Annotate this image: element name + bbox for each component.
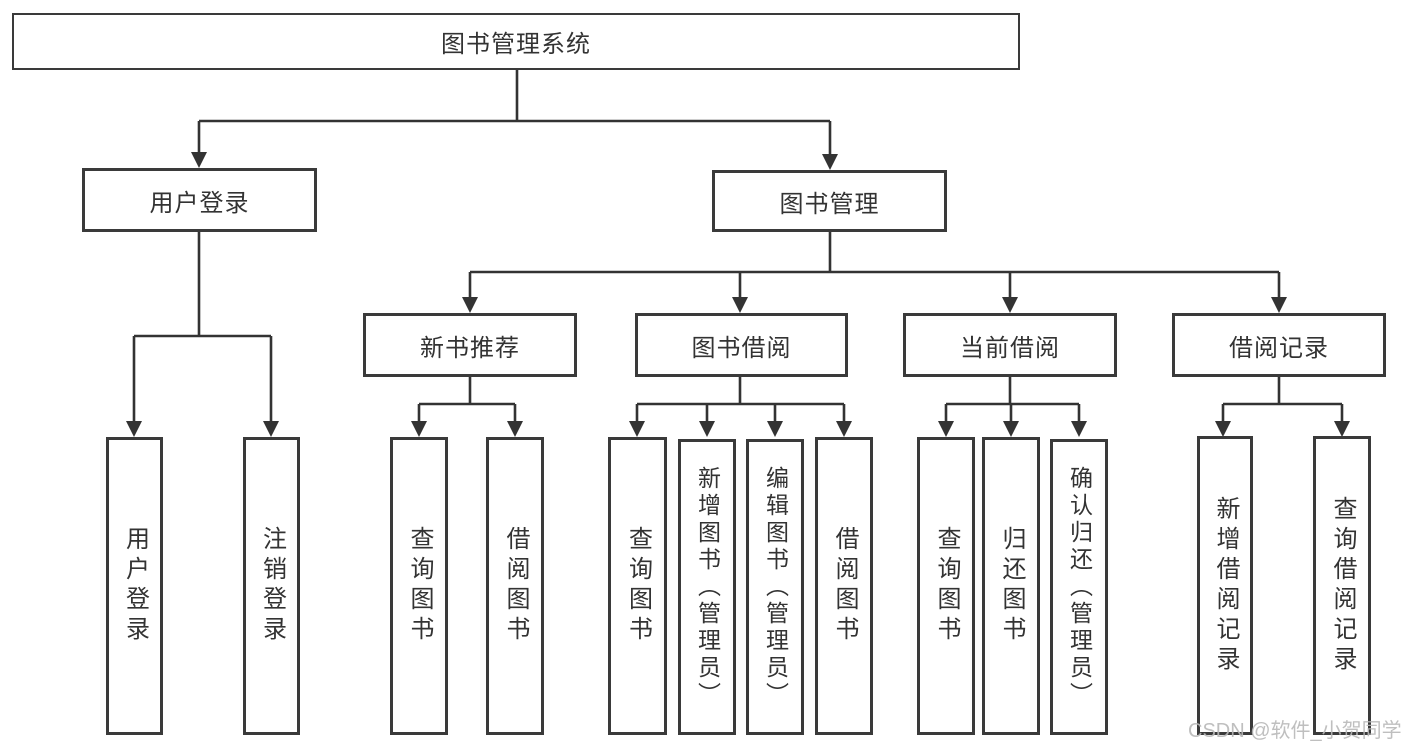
leaf-query-books-3: 查询图书: [917, 437, 975, 735]
leaf-logout-label: 注销登录: [258, 526, 286, 646]
leaf-logout: 注销登录: [243, 437, 300, 735]
leaf-query-books-1-label: 查询图书: [406, 526, 433, 646]
leaf-user-login: 用户登录: [106, 437, 163, 735]
node-current-borrowing: 当前借阅: [903, 313, 1117, 377]
leaf-confirm-return-admin-label: 确认归还（管理员）: [1066, 465, 1093, 709]
leaf-borrow-books-2: 借阅图书: [815, 437, 873, 735]
node-current-borrowing-label: 当前借阅: [960, 334, 1060, 362]
leaf-add-borrow-record-label: 新增借阅记录: [1212, 495, 1239, 676]
leaf-query-books-1: 查询图书: [390, 437, 448, 735]
node-book-management: 图书管理: [712, 170, 947, 232]
leaf-borrow-books-1-label: 借阅图书: [502, 526, 529, 646]
leaf-query-books-2-label: 查询图书: [624, 526, 652, 646]
node-new-book-recommendation: 新书推荐: [363, 313, 577, 377]
leaf-edit-books-admin-label: 编辑图书（管理员）: [762, 465, 789, 709]
leaf-return-books-label: 归还图书: [998, 526, 1025, 646]
leaf-edit-books-admin: 编辑图书（管理员）: [746, 439, 804, 735]
node-book-borrowing: 图书借阅: [635, 313, 848, 377]
leaf-confirm-return-admin: 确认归还（管理员）: [1050, 439, 1108, 735]
leaf-add-borrow-record: 新增借阅记录: [1197, 436, 1253, 735]
leaf-user-login-label: 用户登录: [121, 526, 149, 646]
node-borrowing-records: 借阅记录: [1172, 313, 1386, 377]
leaf-query-books-3-label: 查询图书: [933, 526, 960, 646]
node-root-label: 图书管理系统: [441, 31, 591, 58]
leaf-query-books-2: 查询图书: [608, 437, 667, 735]
leaf-borrow-books-2-label: 借阅图书: [831, 526, 858, 646]
csdn-watermark: CSDN @软件_小贺同学: [1188, 720, 1402, 742]
node-root: 图书管理系统: [12, 13, 1020, 70]
leaf-query-borrow-record-label: 查询借阅记录: [1329, 495, 1356, 676]
node-new-book-recommendation-label: 新书推荐: [420, 334, 520, 362]
node-book-management-label: 图书管理: [779, 190, 880, 218]
leaf-add-books-admin-label: 新增图书（管理员）: [694, 465, 721, 709]
connector-stems: [132, 70, 1344, 421]
leaf-add-books-admin: 新增图书（管理员）: [678, 439, 736, 735]
leaf-return-books: 归还图书: [982, 437, 1040, 735]
node-user-login: 用户登录: [82, 168, 317, 232]
node-user-login-label: 用户登录: [149, 189, 250, 217]
node-book-borrowing-label: 图书借阅: [691, 334, 792, 362]
node-borrowing-records-label: 借阅记录: [1229, 334, 1329, 362]
leaf-query-borrow-record: 查询借阅记录: [1313, 436, 1371, 735]
leaf-borrow-books-1: 借阅图书: [486, 437, 544, 735]
